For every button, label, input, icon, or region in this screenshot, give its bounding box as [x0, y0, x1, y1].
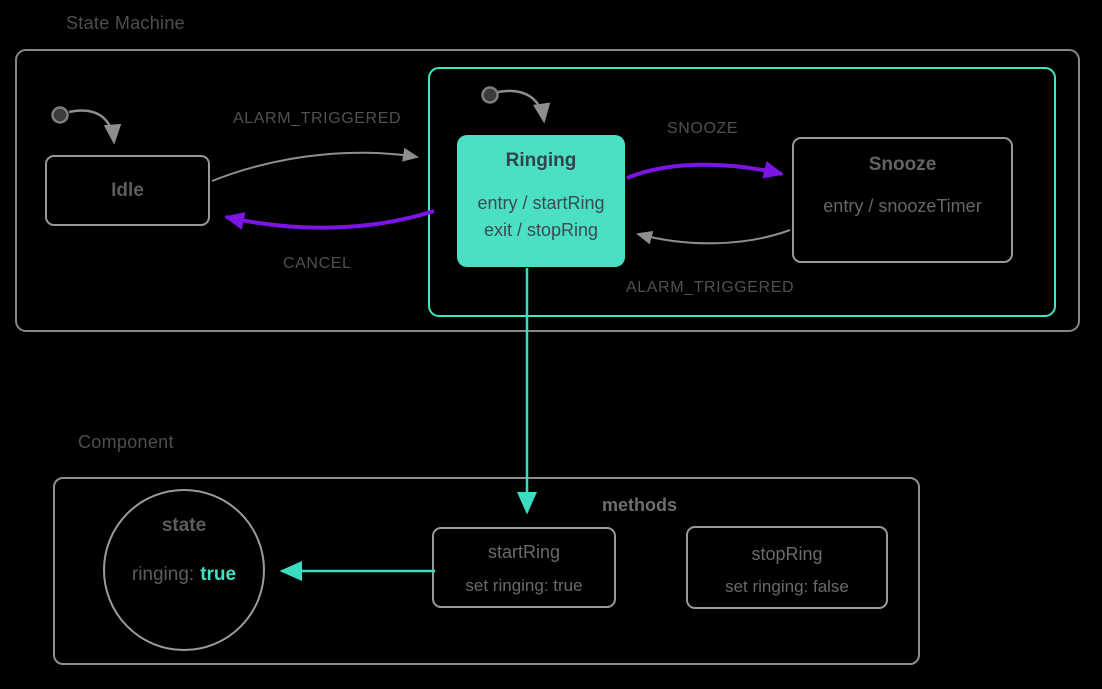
method-box-startring: startRing set ringing: true: [432, 527, 616, 608]
event-label-snooze[interactable]: SNOOZE: [667, 120, 739, 137]
state-name-ringing: Ringing: [505, 150, 577, 171]
state-node-ringing[interactable]: Ringing entry / startRing exit / stopRin…: [457, 135, 625, 267]
ringing-property-label: ringing:: [131, 564, 195, 585]
event-label-cancel[interactable]: CANCEL: [283, 255, 352, 272]
methods-label: methods: [602, 495, 678, 515]
state-actions-ringing: entry / startRing exit / stopRing: [457, 190, 625, 244]
state-circle-property: ringing:true: [105, 562, 263, 588]
state-circle-title: state: [161, 515, 207, 536]
state-node-snooze[interactable]: Snooze entry / snoozeTimer: [792, 137, 1013, 263]
ringing-exit-action: exit / stopRing: [483, 220, 599, 240]
active-compound-state-container: [428, 67, 1056, 317]
method-name-stopring: stopRing: [751, 544, 823, 564]
component-title: Component: [78, 432, 174, 452]
ringing-property-value: true: [200, 564, 237, 585]
state-name-idle: Idle: [111, 179, 144, 201]
state-machine-container: [15, 49, 1080, 332]
component-state-circle: state ringing:true: [103, 489, 265, 651]
state-node-idle[interactable]: Idle: [45, 155, 210, 226]
method-body-startring: set ringing: true: [465, 576, 583, 595]
event-label-alarm-triggered-bottom[interactable]: ALARM_TRIGGERED: [626, 279, 795, 296]
ringing-entry-action: entry / startRing: [477, 193, 605, 213]
method-box-stopring: stopRing set ringing: false: [686, 526, 888, 609]
state-name-snooze: Snooze: [868, 154, 937, 175]
event-label-alarm-triggered-top[interactable]: ALARM_TRIGGERED: [233, 110, 402, 127]
state-machine-title: State Machine: [66, 13, 185, 33]
method-name-startring: startRing: [487, 542, 561, 562]
method-body-stopring: set ringing: false: [725, 577, 849, 596]
state-actions-snooze: entry / snoozeTimer: [794, 193, 1011, 219]
snooze-entry-action: entry / snoozeTimer: [823, 196, 982, 216]
component-container: [53, 477, 920, 665]
